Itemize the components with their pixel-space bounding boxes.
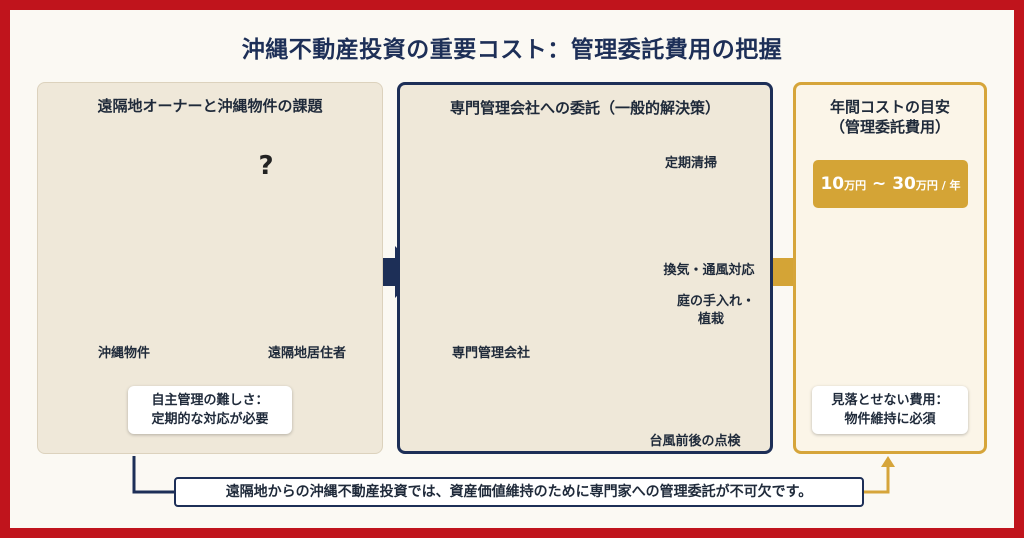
cost-unit1: 万円 bbox=[844, 179, 867, 192]
cost-sep: ~ bbox=[866, 174, 893, 194]
task-cleaning-label: 定期清掃 bbox=[664, 156, 717, 171]
panel1-title: 遠隔地オーナーと沖縄物件の課題 bbox=[97, 97, 323, 115]
page-title: 沖縄不動産投資の重要コスト：管理委託費用の把握 bbox=[241, 37, 783, 63]
essential-cost-note: 見落とせない費用： 物件維持に必須 bbox=[812, 386, 968, 434]
panel3-title: 年間コストの目安 （管理委託費用） bbox=[793, 97, 987, 137]
self-management-note: 自主管理の難しさ： 定期的な対応が必要 bbox=[128, 386, 292, 434]
self-management-note-line1: 自主管理の難しさ： bbox=[151, 393, 269, 408]
panel2-title: 専門管理会社への委託（一般的解決策） bbox=[449, 99, 720, 117]
management-company-panel bbox=[397, 82, 773, 454]
cost-from: 10 bbox=[820, 174, 845, 194]
connector-right-arrowhead bbox=[881, 456, 895, 467]
cost-to: 30 bbox=[892, 174, 916, 194]
task-garden-label-line1: 庭の手入れ・ bbox=[676, 294, 755, 309]
task-garden-label-line2: 植栽 bbox=[697, 312, 724, 327]
self-management-note-line2: 定期的な対応が必要 bbox=[151, 412, 269, 427]
connector-left bbox=[132, 456, 174, 494]
essential-cost-note-line1: 見落とせない費用： bbox=[831, 393, 949, 408]
question-mark: ? bbox=[258, 151, 274, 181]
annual-cost-range: 10万円 ~ 30万円 / 年 bbox=[813, 160, 968, 208]
task-ventilation-label: 換気・通風対応 bbox=[663, 263, 755, 278]
cost-unit2: 万円 bbox=[915, 179, 938, 192]
essential-cost-note-line2: 物件維持に必須 bbox=[844, 412, 936, 427]
connector-right bbox=[864, 465, 890, 494]
owner-label: 遠隔地居住者 bbox=[267, 346, 346, 361]
panel3-title-line1: 年間コストの目安 bbox=[829, 98, 950, 116]
panel3-title-line2: （管理委託費用） bbox=[829, 118, 950, 136]
property-label: 沖縄物件 bbox=[97, 346, 150, 361]
task-typhoon-label: 台風前後の点検 bbox=[649, 434, 741, 449]
conclusion-banner: 遠隔地からの沖縄不動産投資では、資産価値維持のために専門家への管理委託が不可欠で… bbox=[174, 477, 864, 507]
cost-per: / 年 bbox=[937, 179, 961, 192]
company-label: 専門管理会社 bbox=[451, 346, 530, 361]
